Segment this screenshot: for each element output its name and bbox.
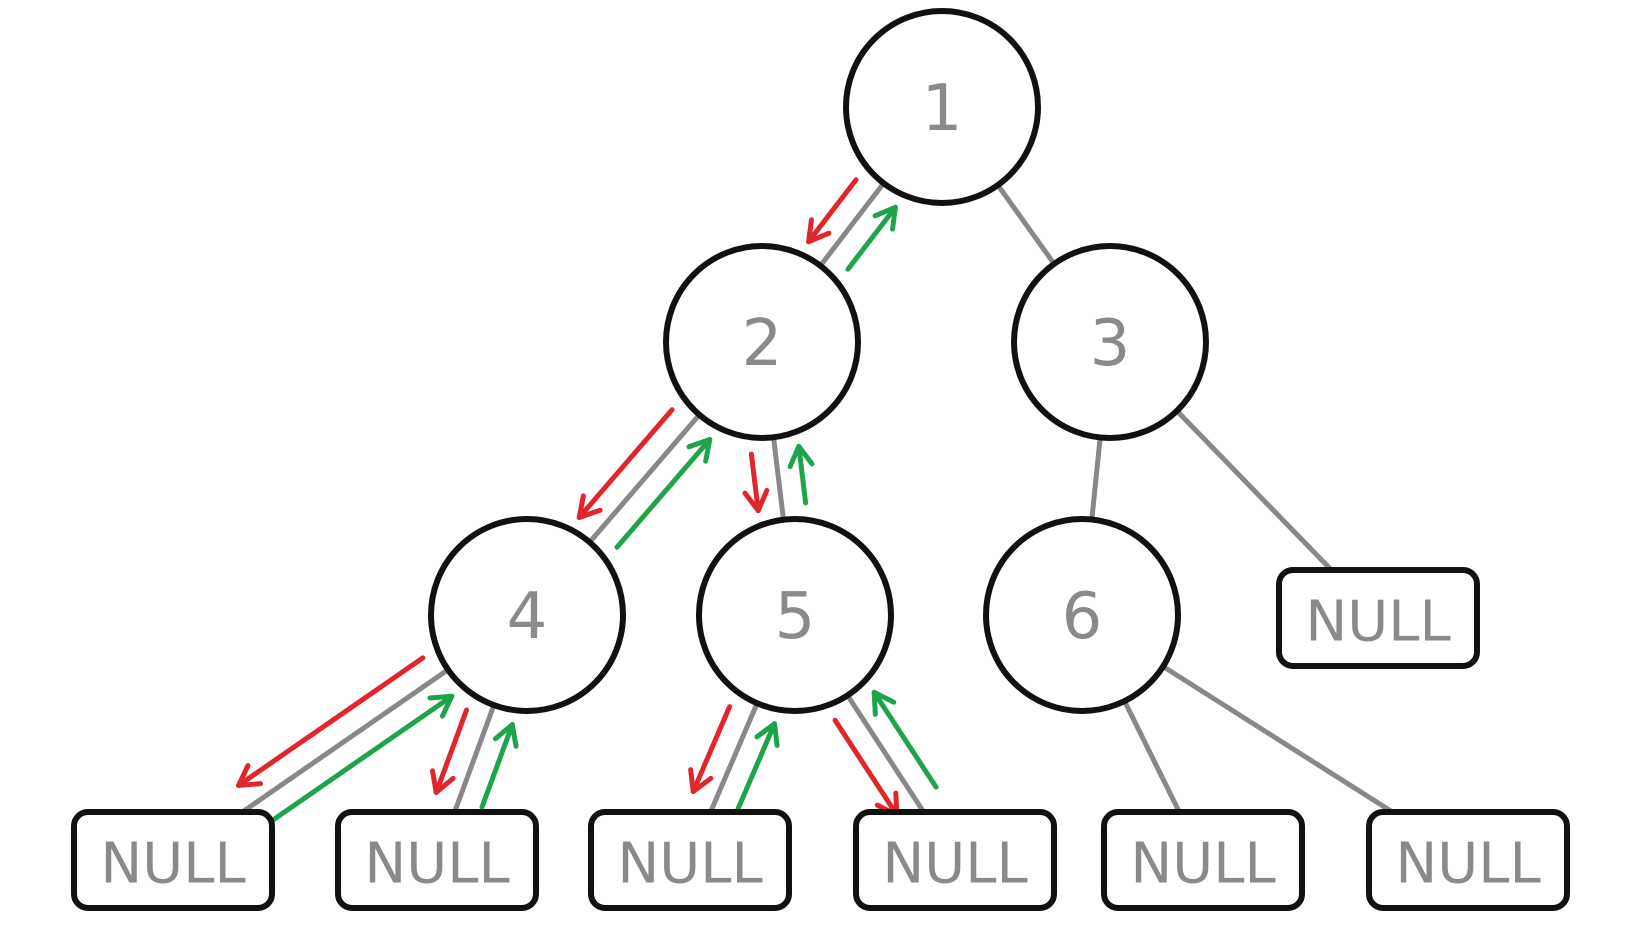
null-leaf: NULL bbox=[1276, 567, 1480, 669]
descend-arrow-n1-n2 bbox=[806, 177, 859, 245]
null-box bbox=[1366, 809, 1570, 911]
null-label: NULL bbox=[1130, 832, 1275, 897]
null-label: NULL bbox=[364, 832, 509, 897]
null-leaves: NULL NULL NULL NULL NULL NULL NULL bbox=[71, 567, 1570, 911]
null-box bbox=[1101, 809, 1305, 911]
null-leaf: NULL bbox=[71, 809, 275, 911]
null-leaf: NULL bbox=[1366, 809, 1570, 911]
return-arrow-null-4l-n4 bbox=[265, 693, 455, 827]
null-label: NULL bbox=[617, 832, 762, 897]
tree-edges bbox=[239, 180, 1395, 815]
node-label: 6 bbox=[1062, 580, 1103, 654]
tree-node-1: 1 bbox=[843, 8, 1041, 206]
null-box bbox=[1276, 567, 1480, 669]
null-box bbox=[71, 809, 275, 911]
edge-n1-n3 bbox=[995, 182, 1057, 267]
edge-n3-null-3r bbox=[1174, 408, 1334, 573]
node-label: 4 bbox=[507, 580, 548, 654]
return-arrow-n5-n2 bbox=[787, 443, 815, 506]
node-circle bbox=[428, 516, 626, 714]
edge-n2-n4 bbox=[587, 412, 702, 545]
null-label: NULL bbox=[1395, 832, 1540, 897]
node-circle bbox=[663, 243, 861, 441]
return-arrow-n4-n2 bbox=[614, 437, 713, 550]
null-leaf: NULL bbox=[1101, 809, 1305, 911]
tree-node-5: 5 bbox=[696, 516, 894, 714]
descend-arrow-n5-null-5r bbox=[832, 717, 900, 818]
node-circle bbox=[696, 516, 894, 714]
edge-n3-n6 bbox=[1089, 434, 1103, 523]
descend-arrow-n4-null-4r bbox=[429, 707, 470, 795]
descend-arrow-n4-null-4l bbox=[236, 655, 426, 788]
null-box bbox=[588, 809, 792, 911]
null-leaf: NULL bbox=[335, 809, 539, 911]
return-arrow-null-5r-n5 bbox=[871, 689, 939, 790]
null-box bbox=[853, 809, 1057, 911]
node-label: 5 bbox=[775, 580, 816, 654]
null-box bbox=[335, 809, 539, 911]
traversal-arrows bbox=[236, 177, 939, 827]
edge-n6-null-6r bbox=[1160, 663, 1395, 815]
descend-arrow-n2-n5 bbox=[742, 451, 770, 514]
edge-n4-null-4l bbox=[239, 667, 451, 815]
null-leaf: NULL bbox=[853, 809, 1057, 911]
edge-n2-n5 bbox=[771, 434, 786, 523]
return-arrow-n2-n1 bbox=[845, 204, 898, 272]
edge-n5-null-5l bbox=[708, 700, 760, 815]
tree-node-2: 2 bbox=[663, 243, 861, 441]
descend-arrow-n5-null-5l bbox=[688, 704, 733, 795]
null-label: NULL bbox=[882, 832, 1027, 897]
null-label: NULL bbox=[1305, 590, 1450, 655]
tree-nodes: 1 2 3 4 5 6 bbox=[428, 8, 1209, 714]
tree-node-3: 3 bbox=[1011, 243, 1209, 441]
node-label: 2 bbox=[742, 307, 783, 381]
node-circle bbox=[1011, 243, 1209, 441]
tree-node-4: 4 bbox=[428, 516, 626, 714]
null-label: NULL bbox=[100, 832, 245, 897]
node-label: 3 bbox=[1090, 307, 1131, 381]
tree-node-6: 6 bbox=[983, 516, 1181, 714]
null-leaf: NULL bbox=[588, 809, 792, 911]
node-circle bbox=[983, 516, 1181, 714]
node-circle bbox=[843, 8, 1041, 206]
return-arrow-null-4r-n4 bbox=[479, 722, 519, 810]
edge-n4-null-4r bbox=[452, 702, 497, 815]
edge-n1-n2 bbox=[817, 180, 887, 269]
node-label: 1 bbox=[922, 72, 963, 146]
descend-arrow-n2-n4 bbox=[576, 407, 675, 520]
edge-n5-null-5r bbox=[844, 692, 927, 815]
edge-n6-null-6l bbox=[1122, 698, 1182, 815]
return-arrow-null-5l-n5 bbox=[735, 721, 780, 812]
